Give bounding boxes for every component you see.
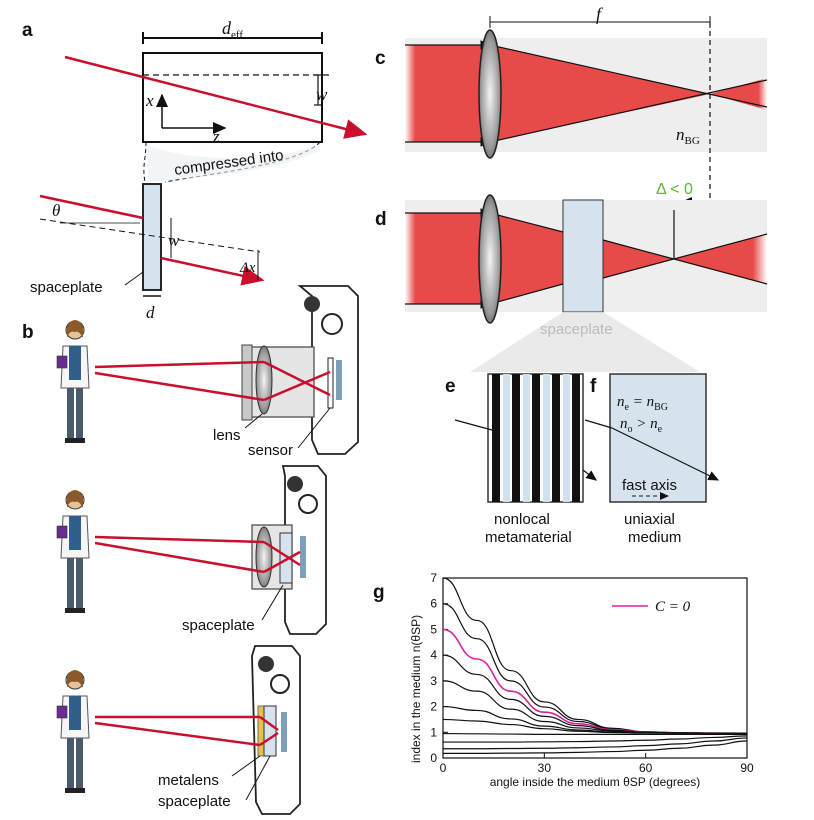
nbg-label: nBG xyxy=(676,125,700,147)
no-gt-label: no > ne xyxy=(620,416,663,435)
panel-label-d: d xyxy=(375,209,387,230)
ray-b2-bottom xyxy=(94,541,265,574)
ray-a-in xyxy=(39,194,144,220)
beam-c-in xyxy=(405,45,490,142)
metalens-layer xyxy=(257,705,265,757)
panel-label-a: a xyxy=(22,20,33,41)
panel-b: b lens sensor xyxy=(22,285,359,815)
effective-medium-box xyxy=(142,52,323,143)
uniaxial-block xyxy=(609,373,707,503)
spaceplate-label-a: spaceplate xyxy=(30,279,103,296)
camera-spaceplate-3 xyxy=(263,705,277,757)
lens-c xyxy=(478,29,502,159)
fast-axis-label: fast axis xyxy=(622,477,677,494)
z-label: z xyxy=(212,127,220,146)
beam-d-after-plate xyxy=(603,240,674,278)
camera-lens-2 xyxy=(255,526,273,588)
panel-e: e nonlocal metamaterial xyxy=(445,373,597,546)
camera-spaceplate-2 xyxy=(279,532,293,584)
theta-label: θ xyxy=(52,201,60,220)
deff-label: deff xyxy=(222,18,243,41)
y-tick-label: 1 xyxy=(430,725,437,739)
nonlocal-label: nonlocal xyxy=(494,511,550,528)
panel-f: f ne = nBG no > ne fast axis uniaxial me… xyxy=(584,373,720,546)
scientist-figure-1 xyxy=(56,320,90,443)
beam-c-converge xyxy=(490,45,710,142)
uniaxial-label: uniaxial xyxy=(624,511,675,528)
y-tick-label: 0 xyxy=(430,751,437,765)
y-tick-label: 7 xyxy=(430,571,437,585)
legend-label: C = 0 xyxy=(655,599,691,615)
w2-label: w xyxy=(168,231,180,250)
camera-2 xyxy=(251,465,327,635)
spaceplate-slab-a xyxy=(142,183,162,291)
panel-label-c: c xyxy=(375,48,386,69)
panel-g: g 0 30 60 90 0 1 2 3 4 5 6 7 C = 0 index in the medi… xyxy=(373,571,754,789)
spaceplate-d xyxy=(562,199,604,313)
metamaterial-stripes xyxy=(492,374,580,502)
sensor-label: sensor xyxy=(248,442,293,459)
normal-dashed xyxy=(39,218,261,253)
delta-label: Δ < 0 xyxy=(656,181,693,198)
metamaterial-label: metamaterial xyxy=(485,529,572,546)
spaceplate-label-b3: spaceplate xyxy=(158,793,231,810)
x-label: x xyxy=(145,91,154,110)
series-line-8 xyxy=(442,735,748,743)
y-tick-label: 5 xyxy=(430,622,437,636)
medium-label: medium xyxy=(628,529,681,546)
beam-d-converge xyxy=(490,213,563,304)
chart-y-axis-label: index in the medium n(θSP) xyxy=(409,615,423,763)
ray-b1-bottom xyxy=(94,371,265,402)
y-tick-label: 6 xyxy=(430,597,437,611)
y-tick-label: 4 xyxy=(430,648,437,662)
ne-eq-label: ne = nBG xyxy=(617,394,668,413)
panel-label-g: g xyxy=(373,582,385,603)
ray-a-top xyxy=(64,55,368,139)
y-tick-label: 3 xyxy=(430,674,437,688)
series-line-6 xyxy=(442,718,747,734)
funnel-left xyxy=(143,141,147,183)
beam-c-out xyxy=(710,78,767,110)
y-tick-label: 2 xyxy=(430,700,437,714)
x-tick-label: 60 xyxy=(639,761,653,775)
lens-d xyxy=(478,194,502,324)
chart-x-axis-label: angle inside the medium θSP (degrees) xyxy=(490,775,701,789)
zoom-wedge xyxy=(470,312,700,372)
panel-d: d Δ < 0 spaceplate xyxy=(375,181,768,372)
panel-label-f: f xyxy=(590,376,597,397)
compressed-into-label: compressed into xyxy=(173,147,284,179)
w-label: w xyxy=(316,85,328,104)
series-line-7 xyxy=(442,732,747,735)
d-label: d xyxy=(146,303,155,322)
f-label: f xyxy=(596,4,604,24)
x-tick-label: 90 xyxy=(740,761,754,775)
ray-b1-top xyxy=(94,360,265,369)
camera-lens-1 xyxy=(255,345,273,415)
beam-d-in xyxy=(405,213,490,304)
spaceplate-label-b: spaceplate xyxy=(182,617,255,634)
beam-d-out xyxy=(674,234,767,284)
x-tick-label: 0 xyxy=(440,761,447,775)
panel-a: a deff w x z compressed into θ w xyxy=(22,18,368,322)
series-line-10 xyxy=(443,740,748,754)
lens-label: lens xyxy=(213,427,241,444)
ray-a-out xyxy=(160,256,265,286)
x-tick-label: 30 xyxy=(538,761,552,775)
scientist-figure-3 xyxy=(56,670,90,793)
panel-c: c f nBG xyxy=(375,4,768,205)
metalens-label: metalens xyxy=(158,772,219,789)
dx-label: Δx xyxy=(239,260,256,276)
ray-b2-top xyxy=(94,535,265,544)
camera-1 xyxy=(241,285,359,455)
index-chart: 0 30 60 90 0 1 2 3 4 5 6 7 C = 0 xyxy=(430,571,754,775)
scientist-figure-2 xyxy=(56,490,90,613)
series-line-9 xyxy=(443,737,748,750)
panel-label-b: b xyxy=(22,322,34,343)
ray-b3-bottom xyxy=(94,721,261,747)
panel-label-e: e xyxy=(445,376,456,397)
